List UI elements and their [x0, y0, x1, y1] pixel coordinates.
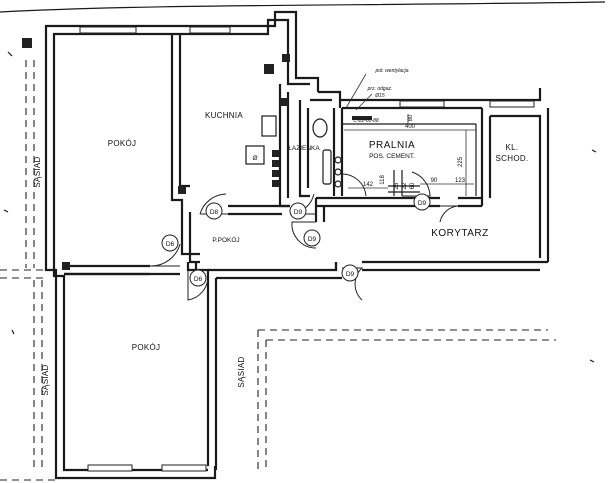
dim-123: 123 [455, 178, 466, 184]
svg-text:D9: D9 [294, 209, 303, 216]
neighbor-labels: SĄSIAD SĄSIAD SĄSIAD [33, 156, 246, 395]
door-tag-d8: D8 [205, 202, 223, 220]
margin-marks [3, 51, 597, 363]
dimension-lines [344, 114, 476, 196]
room-label-lazienka: ŁAZIENKA [288, 145, 320, 152]
door-tag-d9-d: D9 [413, 193, 431, 211]
bathroom-fixtures [312, 118, 342, 188]
note-odgaz: prz. odgaz. [367, 86, 393, 92]
dim-400: 400 [405, 124, 416, 130]
room-label-kuchnia: KUCHNIA [205, 111, 243, 120]
svg-text:D6: D6 [166, 241, 175, 248]
note-leaders [345, 73, 373, 111]
dim-142: 142 [363, 182, 374, 188]
dim-80: 80 [408, 114, 414, 121]
dim-118: 118 [380, 175, 386, 185]
dim-25: 25 [394, 182, 400, 189]
room-labels: POKÓJ KUCHNIA ŁAZIENKA PRALNIA POS. CEME… [108, 111, 529, 352]
dimension-labels: 400 225 142 90 123 118 25 22 60 80 C-22-… [353, 114, 465, 189]
dim-22: 22 [402, 182, 408, 189]
svg-text:D9: D9 [418, 200, 427, 207]
kitchen-fixtures: Ø [245, 115, 277, 165]
door-tag-d9-b: D9 [303, 229, 321, 247]
door-tag-d9-a: D9 [289, 202, 307, 220]
room-label-pralnia: PRALNIA [369, 140, 415, 151]
room-label-kl-schod-2: SCHOD. [496, 154, 529, 163]
room-label-przedpokoj: P.POKÓJ [212, 235, 239, 244]
svg-text:Ø: Ø [252, 155, 257, 162]
svg-text:D9: D9 [346, 271, 355, 278]
pralnia-structure [342, 123, 477, 196]
paper-top-edge [0, 1, 606, 13]
door-tag-d6-b: D6 [189, 269, 207, 287]
room-label-korytarz: KORYTARZ [431, 228, 489, 239]
svg-text:D8: D8 [210, 209, 219, 216]
note-wentylacja: pot. wentylacja [374, 68, 408, 74]
room-label-pokoj-bottom: POKÓJ [132, 343, 161, 352]
room-label-pokoj-top: POKÓJ [108, 139, 137, 148]
dim-60: 60 [410, 182, 416, 189]
neighbor-label-middle: SĄSIAD [237, 356, 246, 387]
dim-90: 90 [431, 178, 438, 184]
room-label-pralnia-sub: POS. CEMENT. [369, 153, 415, 160]
door-tag-d9-c: D9 [341, 264, 359, 282]
windows [79, 26, 535, 472]
svg-text:D9: D9 [308, 236, 317, 243]
chimney-blocks [22, 38, 372, 270]
door-tag-d6-a: D6 [161, 234, 179, 252]
neighbor-label-left-bottom: SĄSIAD [41, 364, 50, 395]
door-swings [149, 171, 459, 301]
outer-walls [44, 10, 550, 480]
dim-225: 225 [458, 156, 464, 167]
dim-code: C-22-60-88 [353, 118, 379, 124]
neighbor-boundaries [0, 60, 556, 481]
neighbor-label-left-top: SĄSIAD [33, 156, 42, 187]
room-label-kl-schod-1: KL. [506, 143, 519, 152]
svg-text:D6: D6 [194, 276, 203, 283]
door-tags: D8 D6 D6 D9 D9 D9 D9 [161, 193, 431, 287]
note-odgaz-size: Ø15 [374, 93, 385, 99]
technical-notes: pot. wentylacja prz. odgaz. Ø15 [367, 68, 409, 99]
